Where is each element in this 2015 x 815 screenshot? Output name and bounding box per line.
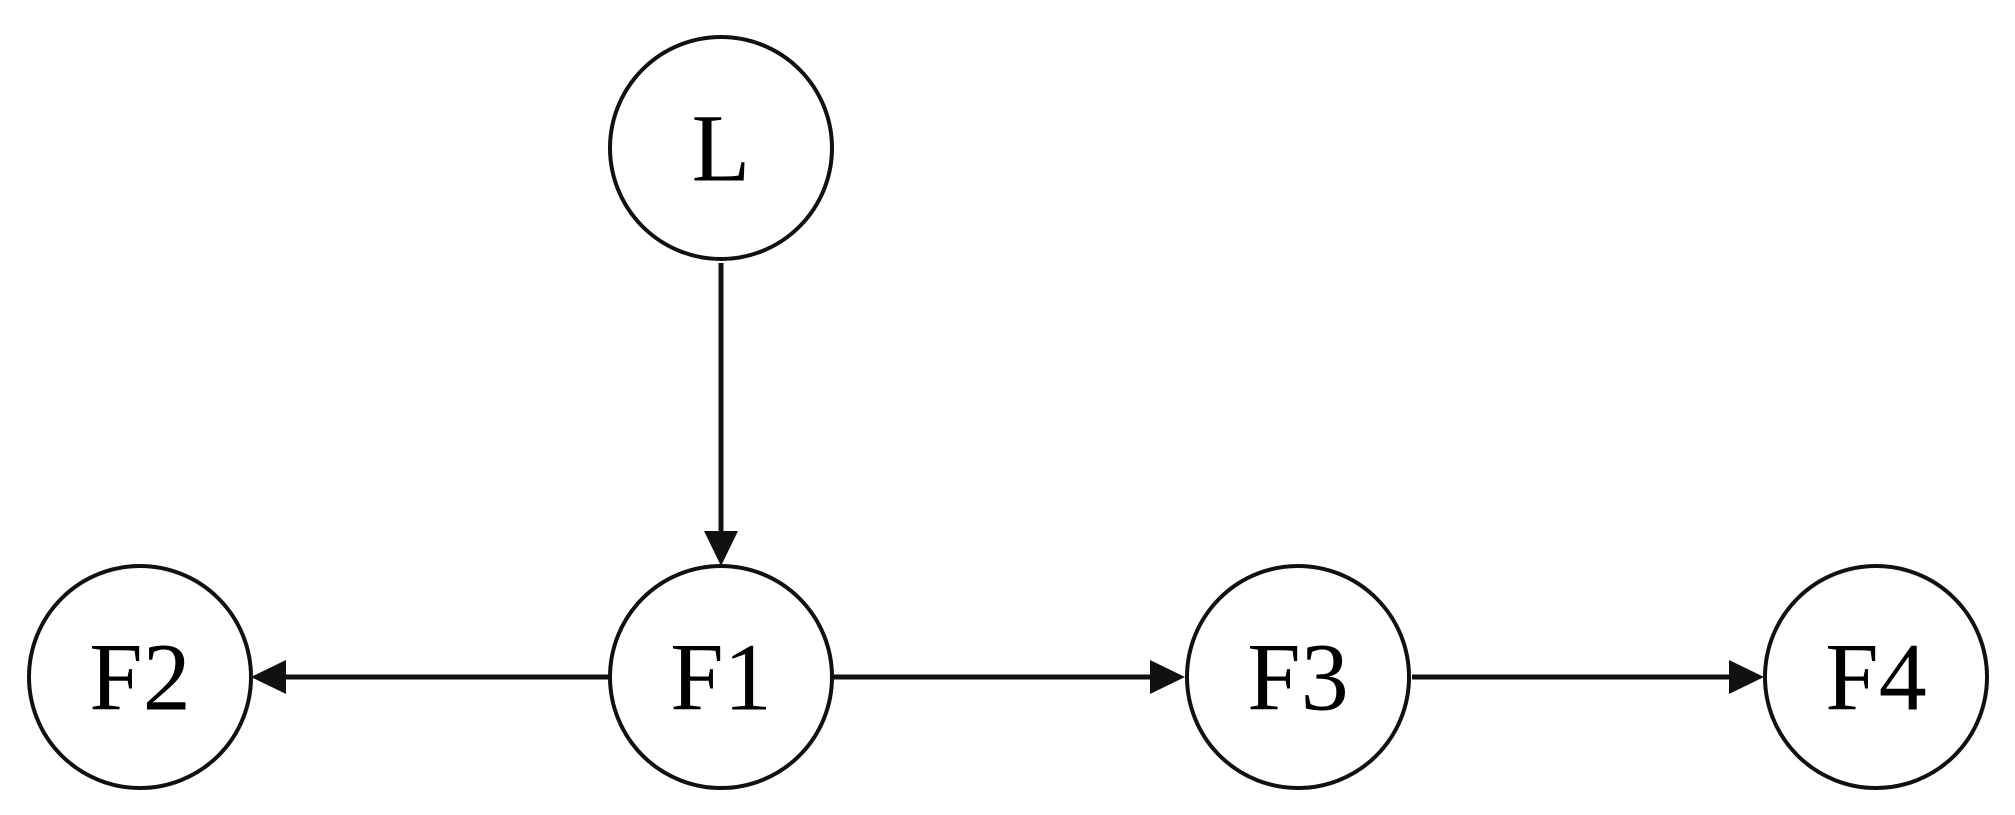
edges-layer [251,263,1764,694]
edge-f1-to-f2-arrowhead [251,660,286,694]
node-f2-label: F2 [89,624,190,731]
edge-l-to-f1-arrowhead [704,531,738,566]
node-f2: F2 [27,564,253,790]
node-f1: F1 [608,564,834,790]
node-f3-label: F3 [1247,624,1348,731]
node-f4-circle [1763,564,1989,790]
node-f2-circle [27,564,253,790]
node-f3: F3 [1185,564,1411,790]
node-l-label: L [692,95,751,202]
edge-f3-to-f4 [1412,660,1764,694]
node-l: L [608,35,834,261]
edge-f1-to-f3 [834,660,1185,694]
node-f1-circle [608,564,834,790]
node-f1-label: F1 [670,624,771,731]
node-f4: F4 [1763,564,1989,790]
node-f4-label: F4 [1825,624,1926,731]
edge-f1-to-f2 [251,660,608,694]
edge-f3-to-f4-arrowhead [1729,660,1764,694]
nodes-layer: L F1 F2 F3 F4 [27,35,1989,790]
node-f3-circle [1185,564,1411,790]
edge-f1-to-f3-arrowhead [1150,660,1185,694]
node-l-circle [608,35,834,261]
edge-l-to-f1 [704,263,738,566]
